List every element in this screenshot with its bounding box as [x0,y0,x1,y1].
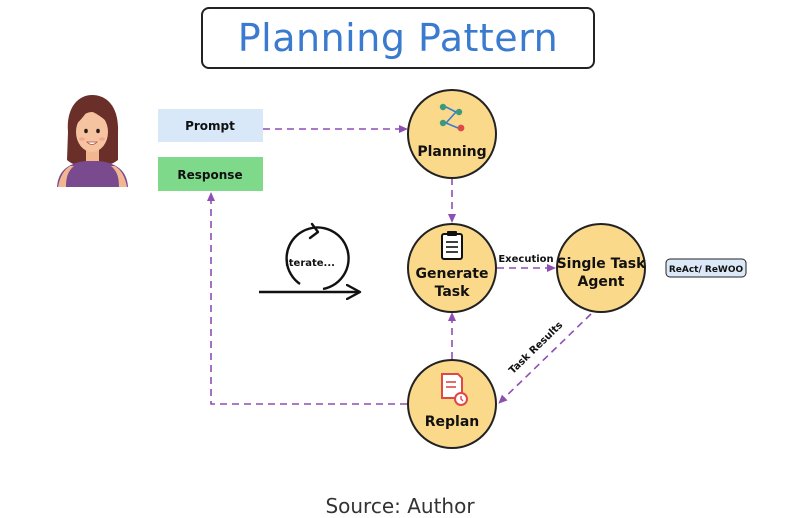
title-box: Planning Pattern [201,7,595,69]
page-title: Planning Pattern [237,16,559,60]
edge-replan-to-response [207,192,407,405]
prompt-label: Prompt [185,119,235,133]
edge-label-execution: Execution [498,254,553,265]
workflow-icon [439,103,465,132]
response-label: Response [177,168,242,182]
iterate-loop: Iterate... [259,222,360,292]
prompt-box [158,109,263,142]
node-replan: Replan [407,359,497,449]
react-rewoo-badge [665,258,747,278]
source-caption: Source: Author [325,494,475,518]
node-planning: Planning [407,89,497,179]
node-generate-task-line2: Task [435,284,471,300]
node-replan-label: Replan [425,414,480,430]
response-box [158,157,263,191]
react-rewoo-label: ReAct/ ReWOO [669,265,744,275]
node-generate-task: Generate Task [407,223,497,313]
node-agent-line1: Single Task [557,256,647,272]
edge-agent-to-replan [498,313,592,404]
user-avatar [57,95,128,187]
node-agent-line2: Agent [577,274,624,290]
iterate-label: Iterate... [285,258,335,269]
replan-document-icon [441,373,468,406]
clipboard-icon [441,231,463,260]
node-generate-task-line1: Generate [416,266,489,282]
node-single-task-agent: Single Task Agent [556,223,647,313]
node-planning-label: Planning [417,144,486,160]
